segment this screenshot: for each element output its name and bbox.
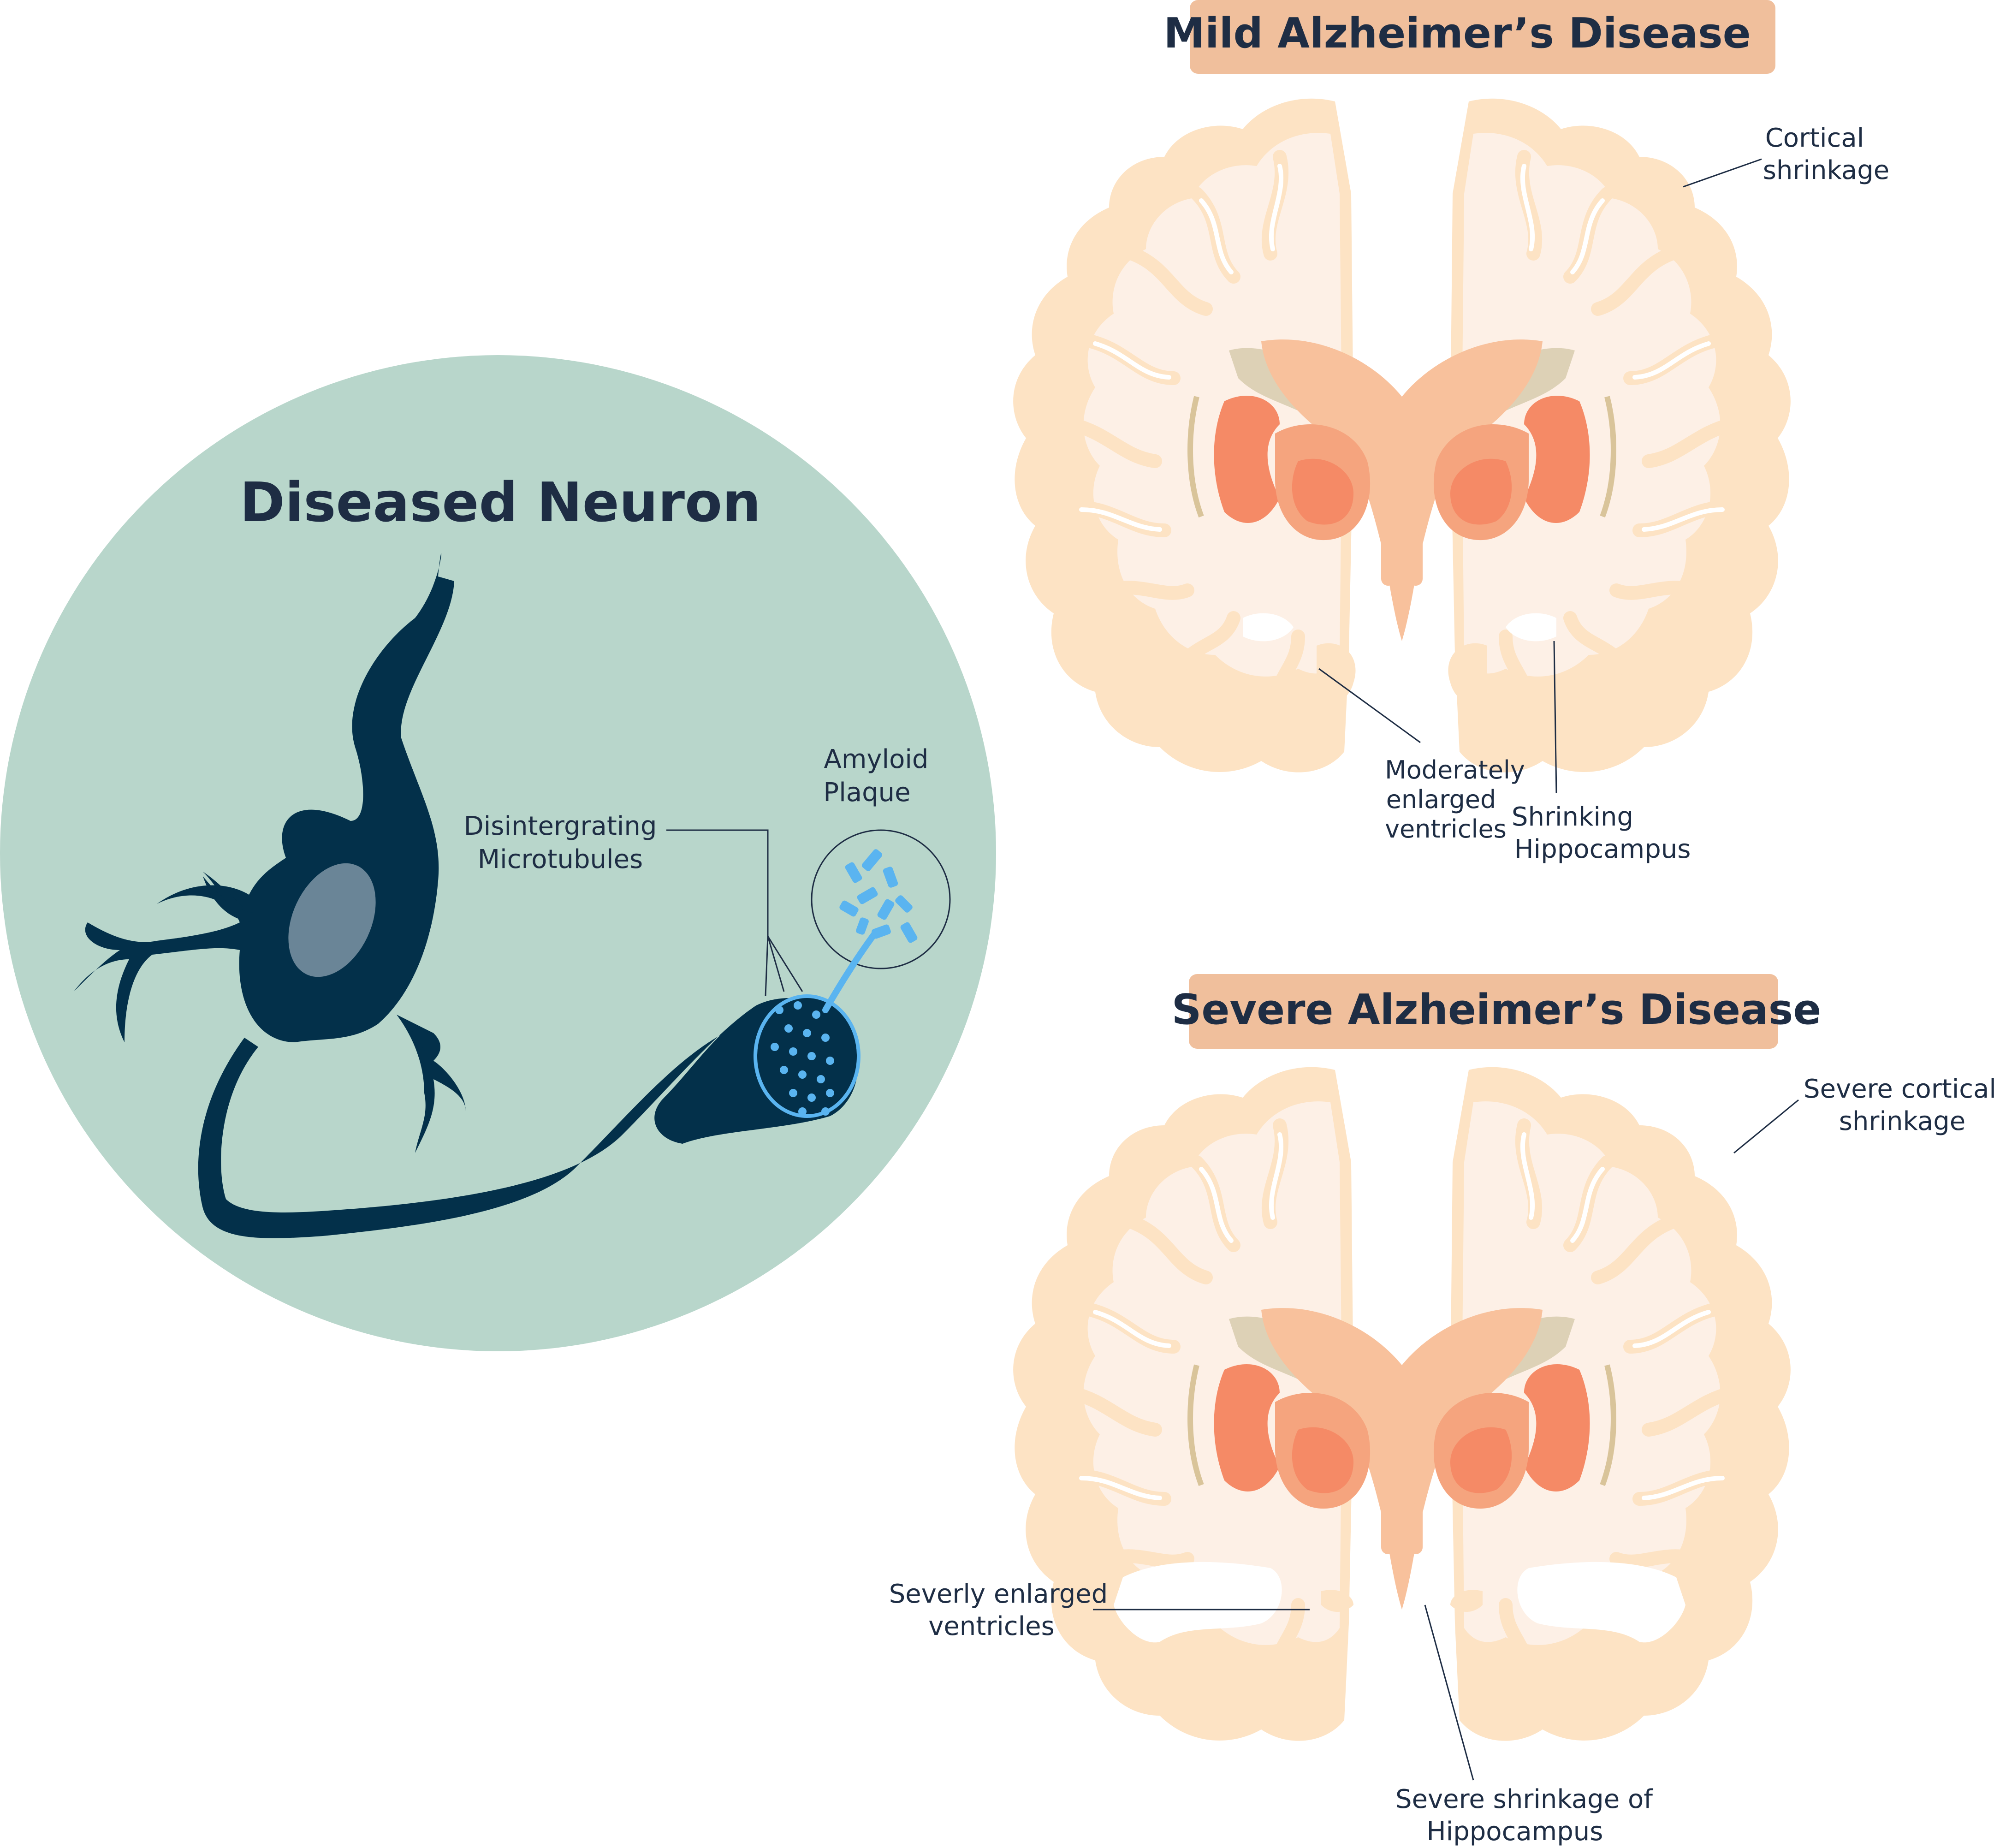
label-plaque-line2: Plaque [823, 778, 910, 808]
severe-panel: Severe Alzheimer’s Disease Severe cortic… [889, 974, 1994, 1847]
severe-title: Severe Alzheimer’s Disease [1172, 986, 1822, 1034]
axon-cross-section [754, 994, 861, 1118]
mild-label-hippo-line2: Hippocampus [1514, 834, 1691, 864]
label-microtubules-line1: Disintergrating [464, 811, 657, 841]
mild-title-banner [1190, 0, 1775, 74]
mild-label-cortical-line1: Cortical [1765, 123, 1864, 153]
severe-leaders [1093, 1099, 1799, 1781]
amyloid-plaque-magnifier [811, 829, 951, 1013]
label-plaque-line1: Amyloid [824, 744, 929, 774]
mild-label-hippo-line1: Shrinking [1512, 802, 1633, 832]
microtubule-leaders [666, 829, 803, 997]
mild-label-ventricles-line2: enlarged [1386, 785, 1496, 814]
severe-label-hippo-line1: Severe shrinkage of [1395, 1784, 1653, 1814]
severe-label-hippo-line2: Hippocampus [1427, 1817, 1603, 1847]
severe-label-ventricles-line2: ventricles [928, 1611, 1055, 1641]
neuron-title: Diseased Neuron [240, 470, 761, 534]
neuron-nucleus [288, 863, 376, 977]
mild-label-ventricles-line3: ventricles [1385, 814, 1507, 844]
mild-label-ventricles-line1: Moderately [1385, 755, 1525, 784]
neuron-panel: Diseased Neuron [0, 355, 996, 1351]
severe-label-cortical-line1: Severe cortical [1804, 1074, 1994, 1104]
severe-title-banner [1189, 974, 1778, 1049]
severe-brain [1013, 1067, 1791, 1741]
label-microtubules-line2: Microtubules [478, 844, 643, 874]
mild-title: Mild Alzheimer’s Disease [1163, 9, 1751, 58]
severe-label-ventricles-line1: Severly enlarged [889, 1579, 1108, 1609]
mild-leaders [1318, 158, 1762, 794]
mild-label-cortical-line2: shrinkage [1763, 155, 1890, 185]
severe-label-cortical-line2: shrinkage [1839, 1106, 1966, 1136]
mild-panel: Mild Alzheimer’s Disease Cortical shrink… [1013, 0, 1889, 864]
mild-brain [1013, 99, 1791, 772]
